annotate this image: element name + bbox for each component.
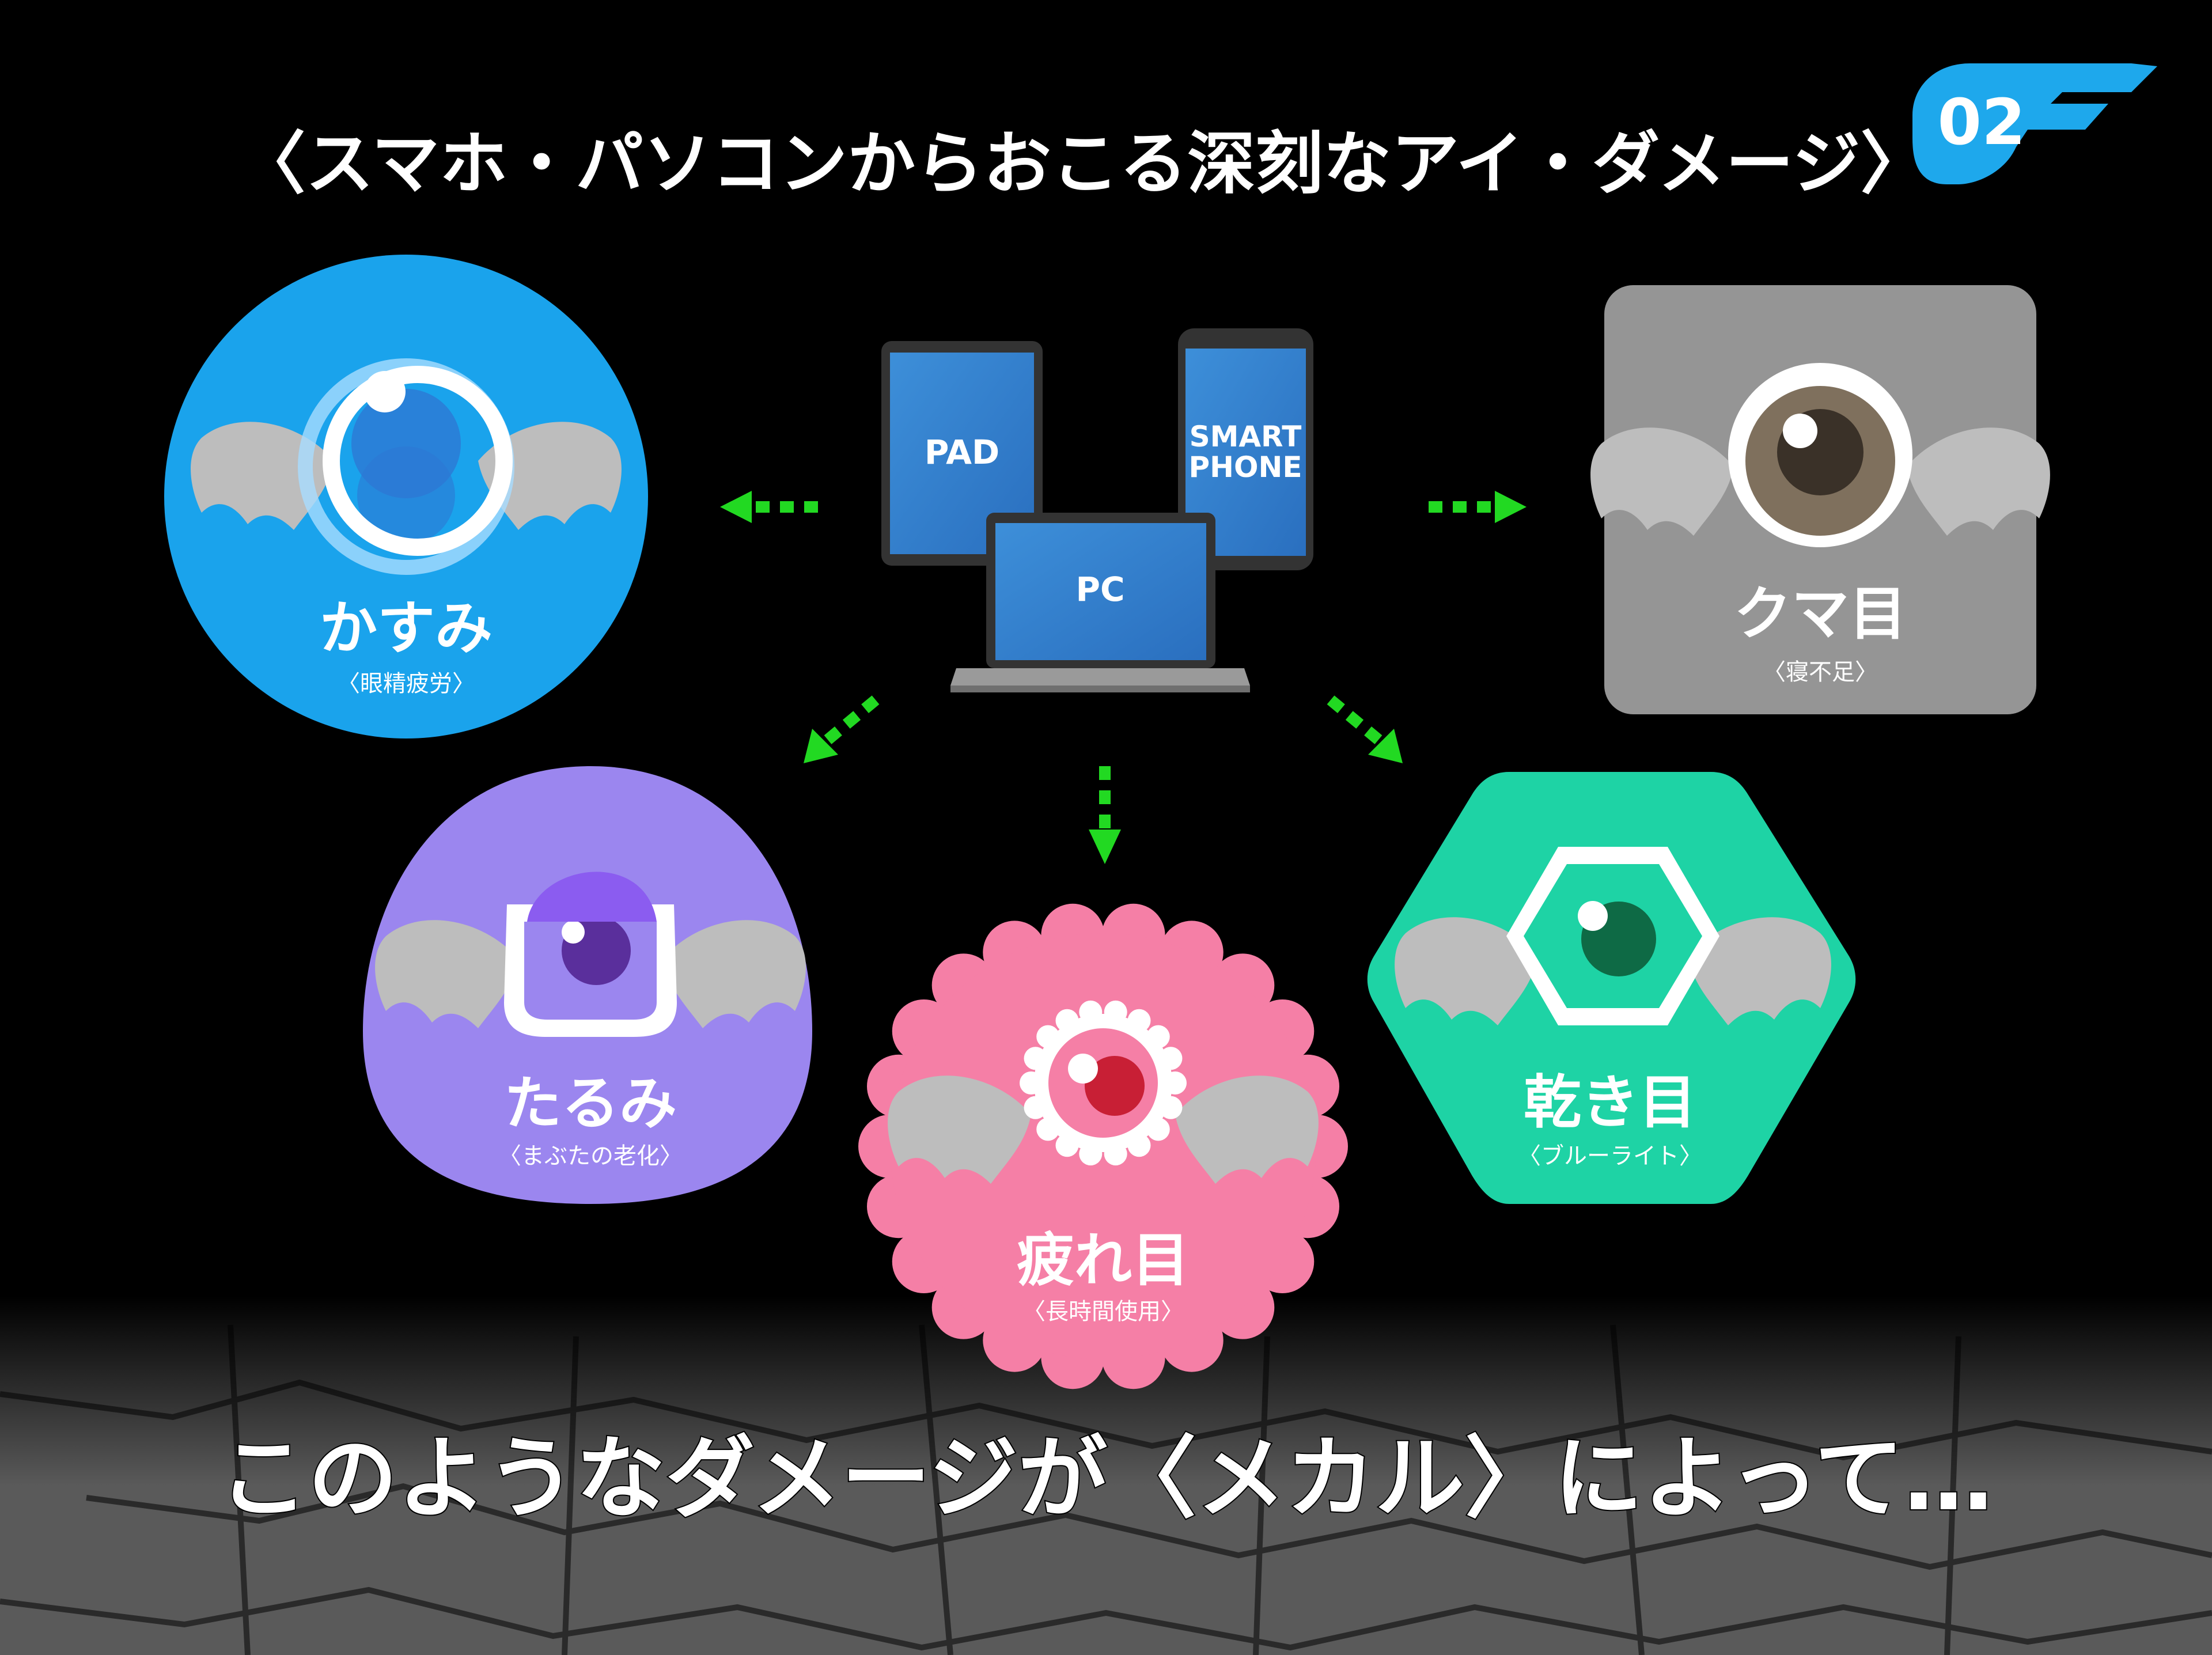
pad-label: PAD [925,433,999,472]
arrow-down-right [1327,695,1403,763]
dry-eye-icon [1506,847,1719,1025]
badge-kawaki: 乾き目 〈ブルーライト〉 [1367,772,1856,1204]
badge-kasumi-name: かすみ [320,594,493,662]
arrows [720,491,1527,864]
badge-kawaki-name: 乾き目 [1524,1069,1696,1136]
droopy-eye-icon [504,872,677,1037]
slide-title: 〈スマホ・パソコンからおこる深刻なアイ・ダメージ〉 [238,124,1929,203]
badge-kasumi-cause: 〈眼精疲労〉 [337,671,475,697]
badge-kuma-name: クマ目 [1734,580,1907,647]
arrow-down [1089,766,1121,864]
arrow-right [1429,491,1527,523]
badge-kawaki-cause: 〈ブルーライト〉 [1518,1143,1702,1169]
arrow-left [720,491,818,523]
badge-tarumi-cause: 〈まぶたの老化〉 [498,1143,683,1169]
badge-tsukare-name: 疲れ目 [1017,1226,1190,1294]
badge-tarumi: たるみ 〈まぶたの老化〉 [363,766,812,1204]
badge-kasumi: かすみ 〈眼精疲労〉 [164,255,648,738]
badge-tsukare-cause: 〈長時間使用〉 [1022,1298,1184,1325]
badge-tsukare: 疲れ目 〈長時間使用〉 [858,903,1348,1389]
tired-eye-icon [1020,1000,1187,1166]
pc-label: PC [1075,570,1124,609]
smartphone-label-line1: SMART [1190,420,1302,453]
arrow-down-left [804,695,880,763]
badge-kuma-cause: 〈寝不足〉 [1763,659,1878,686]
dark-circle-eye-icon [1728,363,1912,547]
slide-number-badge: 02 [1912,63,2157,184]
badge-kuma: クマ目 〈寝不足〉 [1590,285,2050,714]
laptop-icon: PC [950,513,1250,692]
devices-illustration: PAD SMART PHONE PC [881,328,1313,692]
badge-tarumi-name: たるみ [504,1070,677,1137]
slide-number: 02 [1937,85,2025,159]
smartphone-label-line2: PHONE [1189,450,1302,484]
bottom-caption: このようなダメージが〈メカル〉によって… [219,1426,1993,1531]
